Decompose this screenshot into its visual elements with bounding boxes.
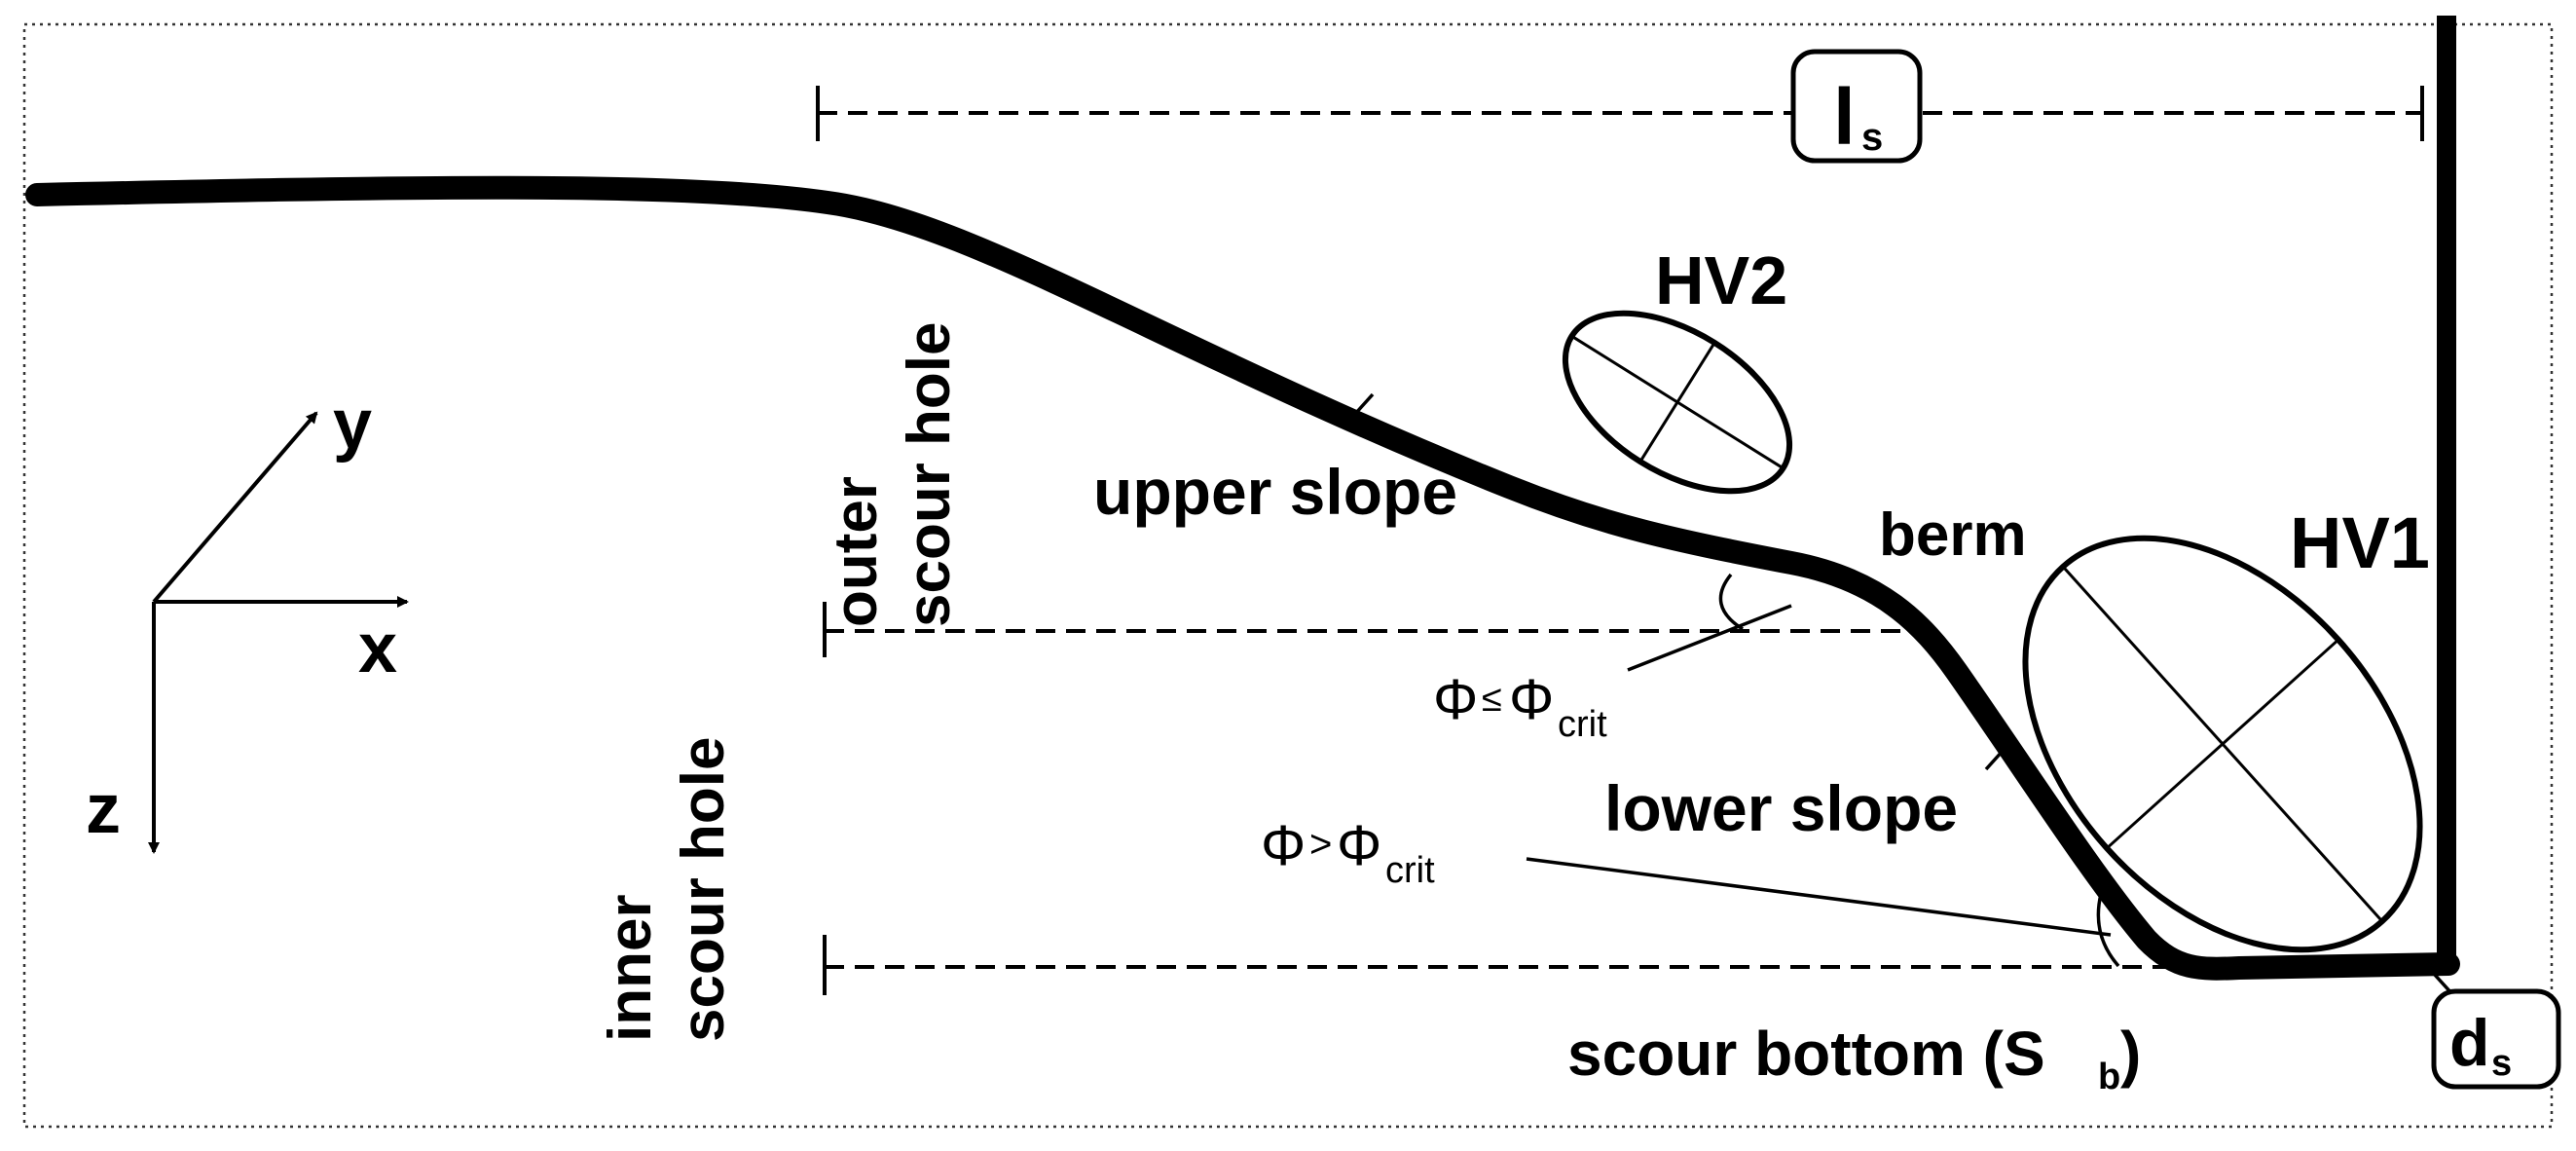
bed-profile: [25, 175, 2460, 981]
svg-text:Φ: Φ: [1509, 668, 1554, 731]
upper-slope-label: upper slope: [1093, 456, 1457, 528]
ls-dimension: l s: [816, 49, 2424, 164]
svg-text:scour hole: scour hole: [896, 321, 963, 627]
svg-text:Φ: Φ: [1337, 814, 1381, 877]
svg-text:crit: crit: [1385, 850, 1435, 891]
ds-label-subscript: s: [2491, 1043, 2512, 1084]
svg-text:scour bottom (S: scour bottom (S: [1567, 1019, 2045, 1089]
dotted-frame: [22, 22, 2554, 1129]
svg-text:≤: ≤: [1482, 679, 1502, 720]
berm-label: berm: [1879, 501, 2027, 569]
svg-text:scour hole: scour hole: [670, 736, 737, 1042]
y-axis-arrow: [152, 411, 318, 604]
svg-text:crit: crit: [1558, 704, 1607, 745]
hv1-label: HV1: [2290, 502, 2430, 583]
svg-text:inner: inner: [597, 894, 664, 1042]
svg-text:b: b: [2098, 1057, 2120, 1097]
ls-label: l: [1833, 73, 1856, 162]
lower-slope-label: lower slope: [1604, 772, 1958, 844]
ds-label: d: [2449, 1006, 2490, 1080]
hv2-vortex: [1562, 310, 1793, 495]
svg-text:Φ: Φ: [1433, 668, 1478, 731]
ls-label-subscript: s: [1861, 116, 1883, 159]
phi-gt-label: Φ > Φ crit: [1261, 814, 1435, 891]
svg-text:>: >: [1309, 823, 1332, 866]
svg-text:): ): [2120, 1019, 2141, 1089]
ds-label-box: [2431, 988, 2561, 1090]
svg-text:Φ: Φ: [1261, 814, 1306, 877]
inner-scour-hole-label: inner scour hole: [597, 736, 737, 1042]
scour-bottom-level-line: [823, 935, 2186, 995]
scour-bottom-label: scour bottom (S b ): [1567, 1019, 2141, 1097]
ls-label-box: [1790, 49, 1923, 164]
x-axis-label: x: [358, 610, 397, 687]
y-axis-label: y: [333, 386, 372, 464]
coordinate-axes: x y z: [86, 386, 409, 854]
svg-text:outer: outer: [823, 476, 890, 627]
outer-scour-hole-label: outer scour hole: [823, 321, 963, 627]
hv2-label: HV2: [1655, 242, 1787, 318]
upper-slope-leader: [1353, 392, 1375, 416]
phi-le-leader: [1627, 604, 1792, 672]
berm-level-line: [823, 602, 1908, 657]
lower-slope-leader: [1984, 748, 2006, 771]
phi-le-label: Φ ≤ Φ crit: [1433, 668, 1607, 745]
berm-angle-arc: [1718, 573, 1744, 631]
z-axis-label: z: [86, 770, 121, 848]
phi-gt-leader: [1526, 857, 2112, 937]
